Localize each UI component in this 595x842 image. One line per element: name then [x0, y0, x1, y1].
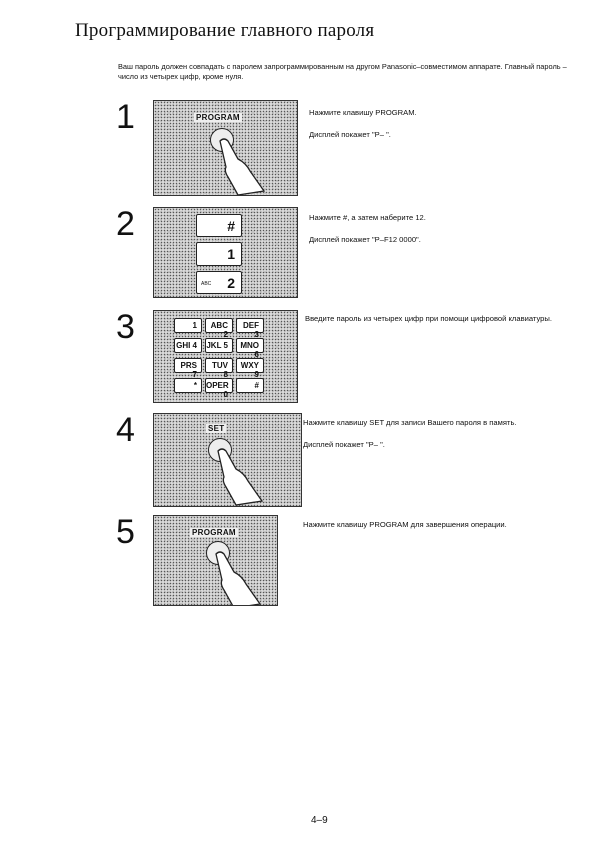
step-line: Дисплей покажет "P– ".	[309, 130, 391, 139]
step-number: 2	[116, 205, 135, 243]
keypad-key: ABC 2	[205, 318, 233, 339]
step-number: 3	[116, 308, 135, 346]
intro-paragraph: Ваш пароль должен совпадать с паролем за…	[118, 62, 567, 81]
step-line: Нажмите клавишу PROGRAM для завершения о…	[303, 520, 507, 529]
keypad-key: 1	[174, 318, 202, 333]
step-text: Нажмите #, а затем наберите 12. Дисплей …	[309, 213, 579, 257]
keypad-key: TUV 8	[205, 358, 233, 379]
step-text: Нажмите клавишу PROGRAM для завершения о…	[303, 520, 588, 542]
pointing-hand-icon	[219, 138, 266, 195]
step-text: Введите пароль из четырех цифр при помощ…	[305, 314, 590, 336]
step-text: Нажмите клавишу SET для записи Вашего па…	[303, 418, 588, 462]
keypad-key: DEF 3	[236, 318, 264, 339]
program-key-label: PROGRAM	[194, 113, 242, 122]
step-line: Нажмите клавишу SET для записи Вашего па…	[303, 418, 517, 427]
keypad-key: PRS 7	[174, 358, 202, 379]
program-key-illustration: PROGRAM	[153, 100, 298, 196]
keypad-key: JKL 5	[205, 338, 233, 353]
step-line: Введите пароль из четырех цифр при помощ…	[305, 314, 552, 323]
key-1: 1	[196, 242, 242, 266]
keypad-key: #	[236, 378, 264, 393]
pointing-hand-icon	[217, 448, 264, 506]
step-number: 1	[116, 98, 135, 136]
page-title: Программирование главного пароля	[75, 20, 375, 41]
pointing-hand-icon	[215, 551, 262, 605]
step-line: Нажмите #, а затем наберите 12.	[309, 213, 426, 222]
step-number: 5	[116, 513, 135, 551]
page-number: 4–9	[311, 815, 328, 826]
keypad-key: OPER 0	[205, 378, 233, 399]
step-text: Нажмите клавишу PROGRAM. Дисплей покажет…	[309, 108, 579, 152]
keypad-key: WXY 9	[236, 358, 264, 379]
hash-key: #	[196, 214, 242, 237]
step-number: 4	[116, 411, 135, 449]
set-key-label: SET	[206, 424, 227, 433]
keypad-key: GHI 4	[174, 338, 202, 353]
step-line: Нажмите клавишу PROGRAM.	[309, 108, 417, 117]
program-key-illustration: PROGRAM	[153, 515, 278, 606]
keypad-key: *	[174, 378, 202, 393]
set-key-illustration: SET	[153, 413, 302, 507]
step-line: Дисплей покажет "P– ".	[303, 440, 385, 449]
program-key-label: PROGRAM	[190, 528, 238, 537]
keypad-key: MNO 6	[236, 338, 264, 359]
step-line: Дисплей покажет "P–F12 0000".	[309, 235, 421, 244]
